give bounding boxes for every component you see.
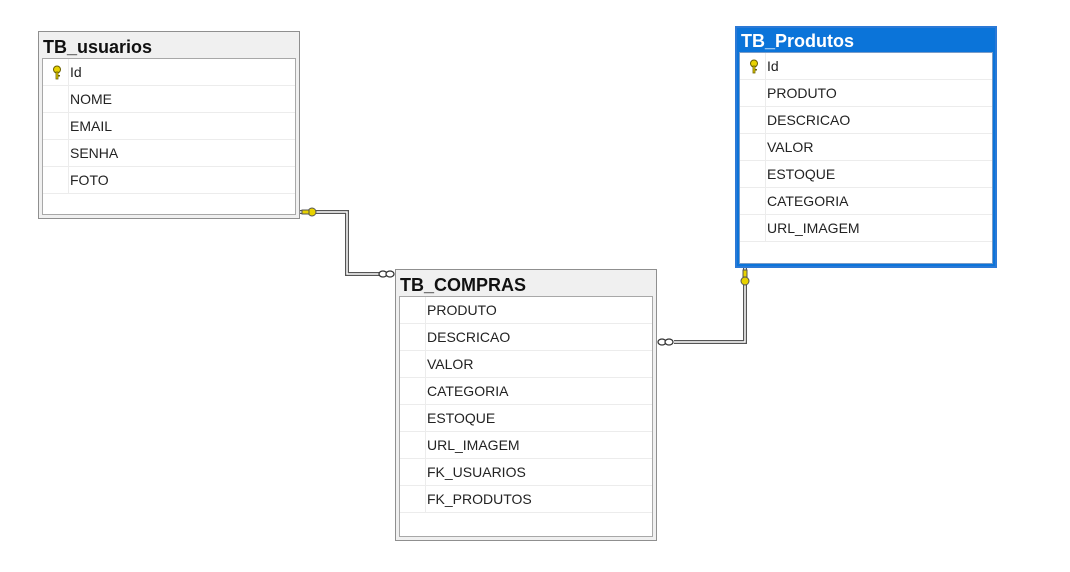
column-name: FK_PRODUTOS: [427, 491, 532, 507]
column-name: VALOR: [427, 356, 474, 372]
relationship-key-icon: [301, 207, 317, 217]
column-row[interactable]: PRODUTO: [740, 80, 992, 107]
column-row[interactable]: FOTO: [43, 167, 295, 194]
column-name: PRODUTO: [427, 302, 497, 318]
column-name: EMAIL: [70, 118, 113, 134]
column-name: DESCRICAO: [427, 329, 511, 345]
table-tb-usuarios[interactable]: TB_usuarios Id NOME EMAIL SENHA FOTO: [38, 31, 300, 219]
column-name: URL_IMAGEM: [767, 220, 860, 236]
column-row[interactable]: VALOR: [740, 134, 992, 161]
table-tb-compras[interactable]: TB_COMPRAS PRODUTO DESCRICAO VALOR CATEG…: [395, 269, 657, 541]
column-name: CATEGORIA: [767, 193, 849, 209]
column-name: ESTOQUE: [427, 410, 496, 426]
column-row[interactable]: DESCRICAO: [400, 324, 652, 351]
relationship-infinity-icon: [657, 338, 674, 346]
column-row[interactable]: VALOR: [400, 351, 652, 378]
relationship-key-icon: [740, 269, 750, 286]
column-row-id[interactable]: Id: [43, 59, 295, 86]
column-row[interactable]: FK_USUARIOS: [400, 459, 652, 486]
column-name: PRODUTO: [767, 85, 837, 101]
column-name: URL_IMAGEM: [427, 437, 520, 453]
column-name: VALOR: [767, 139, 814, 155]
column-list: Id PRODUTO DESCRICAO VALOR ESTOQUE CATEG…: [739, 52, 993, 264]
column-name: CATEGORIA: [427, 383, 509, 399]
column-list: PRODUTO DESCRICAO VALOR CATEGORIA ESTOQU…: [399, 296, 653, 537]
table-title: TB_COMPRAS: [400, 275, 527, 295]
column-row[interactable]: CATEGORIA: [400, 378, 652, 405]
column-name: DESCRICAO: [767, 112, 851, 128]
primary-key-icon: [750, 59, 758, 74]
column-row[interactable]: FK_PRODUTOS: [400, 486, 652, 513]
column-row[interactable]: SENHA: [43, 140, 295, 167]
column-row[interactable]: URL_IMAGEM: [740, 215, 992, 242]
column-row[interactable]: PRODUTO: [400, 297, 652, 324]
column-row[interactable]: ESTOQUE: [740, 161, 992, 188]
column-name: ESTOQUE: [767, 166, 836, 182]
relationship-produtos-compras[interactable]: [657, 268, 750, 346]
column-name: NOME: [70, 91, 112, 107]
column-name: SENHA: [70, 145, 119, 161]
column-row[interactable]: DESCRICAO: [740, 107, 992, 134]
primary-key-icon: [53, 65, 61, 80]
column-name: Id: [767, 58, 779, 74]
column-row[interactable]: EMAIL: [43, 113, 295, 140]
column-name: Id: [70, 64, 82, 80]
column-row-id[interactable]: Id: [740, 53, 992, 80]
column-row[interactable]: ESTOQUE: [400, 405, 652, 432]
column-row[interactable]: NOME: [43, 86, 295, 113]
table-title: TB_usuarios: [43, 37, 153, 57]
column-list: Id NOME EMAIL SENHA FOTO: [42, 58, 296, 215]
column-row[interactable]: CATEGORIA: [740, 188, 992, 215]
column-row[interactable]: URL_IMAGEM: [400, 432, 652, 459]
relationship-infinity-icon: [378, 270, 395, 278]
relationship-usuarios-compras[interactable]: [300, 207, 395, 278]
table-title: TB_Produtos: [741, 31, 855, 51]
column-name: FOTO: [70, 172, 109, 188]
column-name: FK_USUARIOS: [427, 464, 526, 480]
table-tb-produtos[interactable]: TB_Produtos Id PRODUTO DESCRICAO VALOR E…: [735, 26, 997, 268]
